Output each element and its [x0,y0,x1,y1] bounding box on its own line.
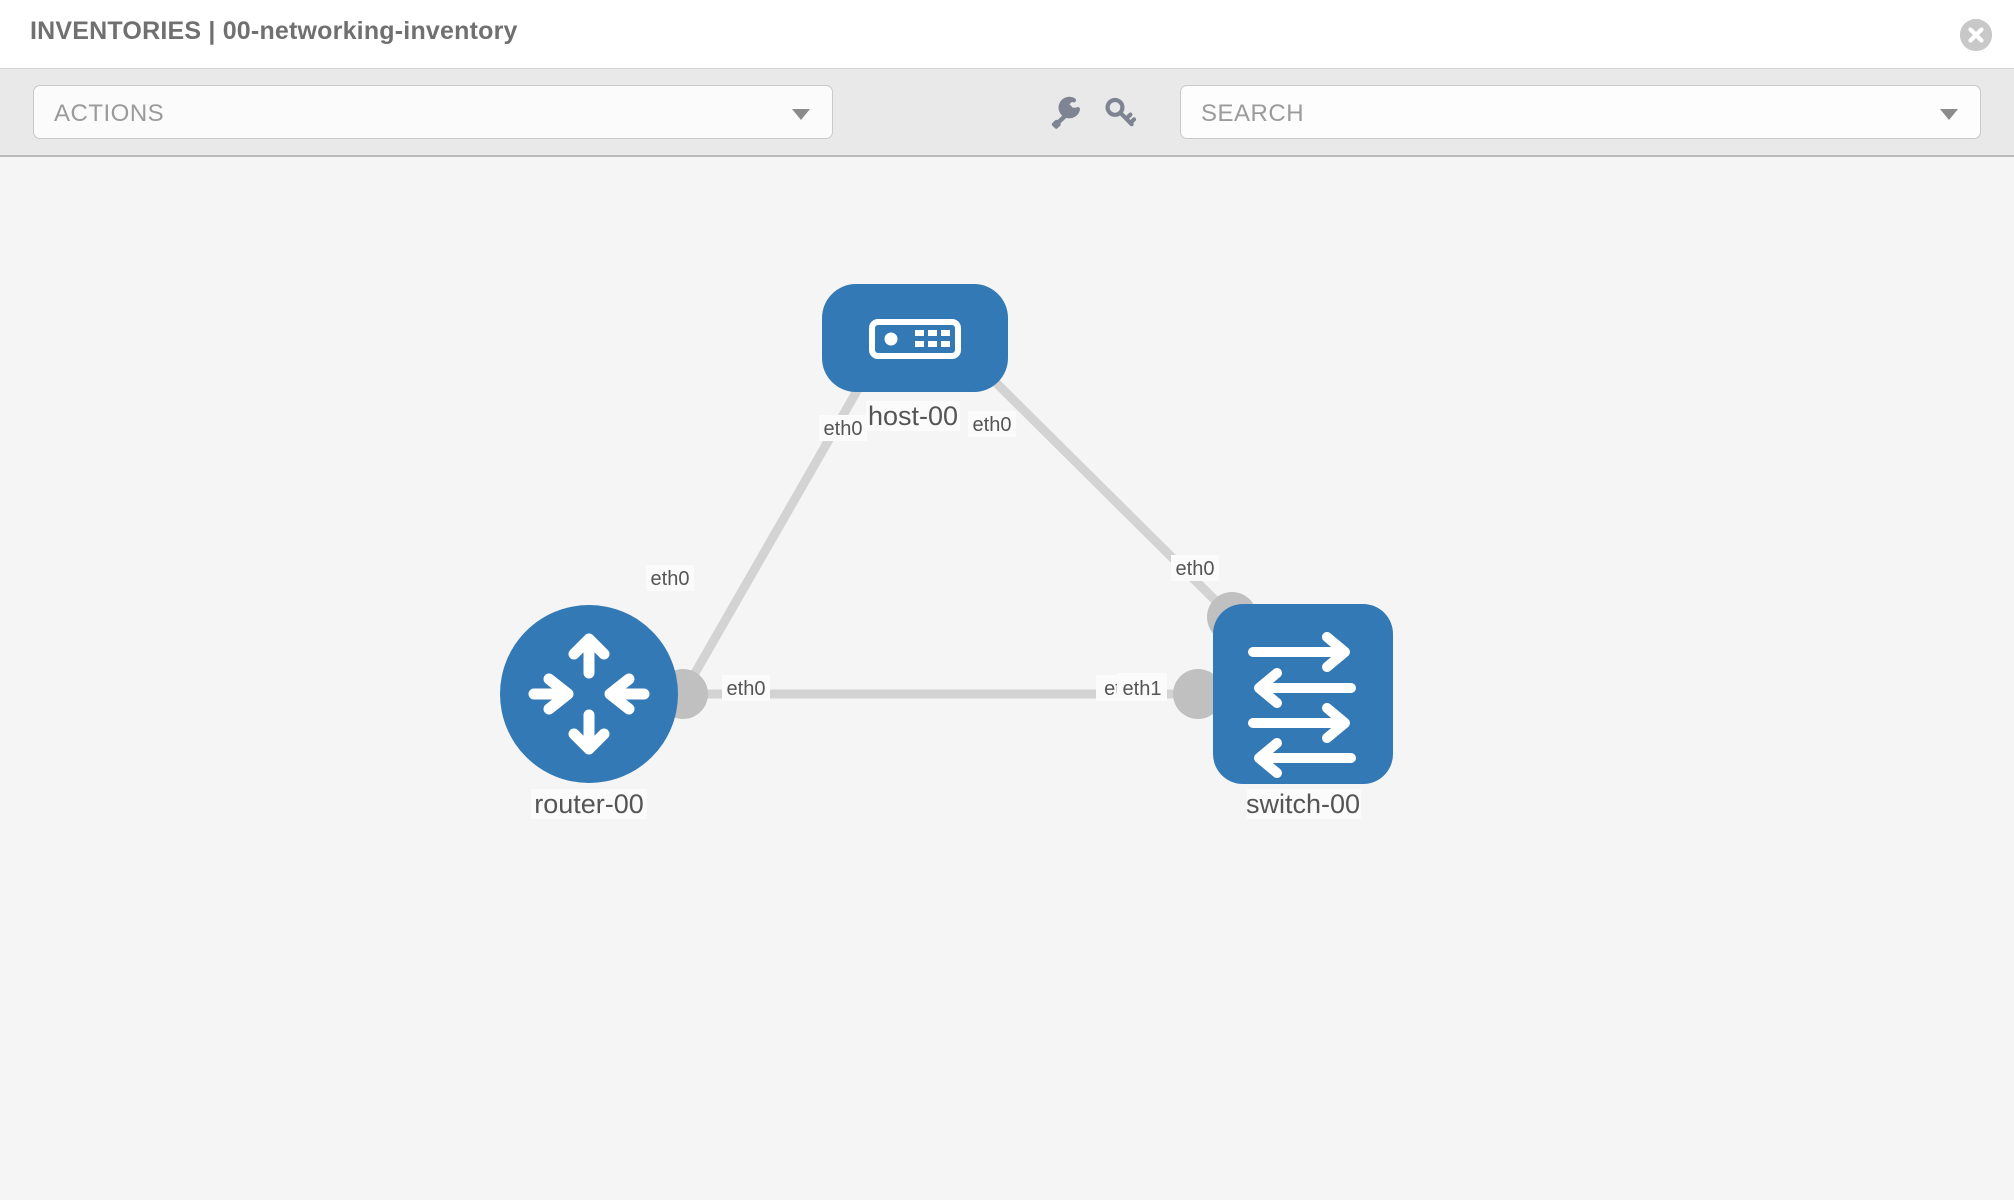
topology-graph: eth0 eth0 eth0 eth0 eth0 eth eth1 [500,284,1393,819]
page-header: INVENTORIES | 00-networking-inventory [0,0,2014,68]
key-icon[interactable] [1100,93,1140,133]
edge-host00-router00[interactable] [679,339,889,697]
router-arrows-icon [528,633,650,755]
node-label-host-00: host-00 [868,401,958,431]
edge-labels: eth0 eth0 eth0 eth0 eth0 eth eth1 [646,411,1219,701]
topology-canvas[interactable]: eth0 eth0 eth0 eth0 eth0 eth eth1 [0,157,2014,1200]
node-labels: host-00 router-00 switch-00 [531,401,1361,819]
node-label-switch-00: switch-00 [1246,789,1360,819]
chevron-down-icon [792,109,810,120]
node-host-00[interactable] [822,284,1008,392]
toolbar: ACTIONS [0,68,2014,157]
node-label-router-00: router-00 [534,789,644,819]
actions-dropdown[interactable]: ACTIONS [33,85,833,139]
search-placeholder-label: SEARCH [1201,100,1305,127]
edge-label-router00-trunk-eth0: eth0 [727,678,766,700]
close-icon[interactable] [1960,19,1992,51]
search-input[interactable]: SEARCH [1180,85,1981,139]
edge-label-switch00-uplink-eth0: eth0 [1176,558,1215,580]
port-switch00-eth1[interactable] [1173,669,1223,719]
switch-arrows-icon [1248,632,1356,778]
page-title: INVENTORIES | 00-networking-inventory [30,17,518,45]
edge-label-host00-eth0-right: eth0 [973,414,1012,436]
chevron-down-icon[interactable] [1940,109,1958,120]
node-router-00[interactable] [500,605,678,783]
topology-edges [679,335,1236,699]
node-switch-00[interactable] [1213,604,1393,784]
edge-label-switch00-trunk-eth1: eth1 [1123,678,1162,700]
wrench-icon[interactable] [1046,93,1086,133]
server-icon [869,319,961,359]
edge-label-router00-uplink-eth0: eth0 [651,568,690,590]
actions-dropdown-label: ACTIONS [54,100,165,127]
edge-label-host00-eth0-left: eth0 [824,418,863,440]
